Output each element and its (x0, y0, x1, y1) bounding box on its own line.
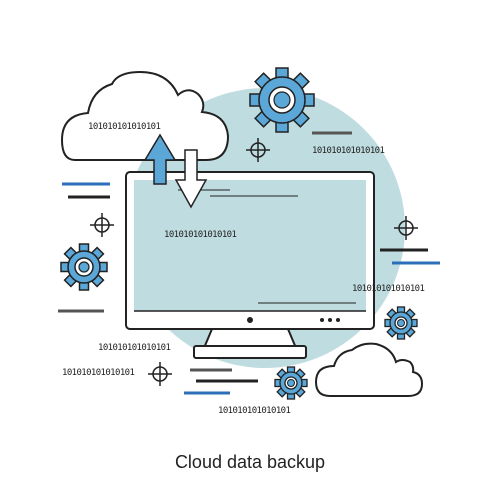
gear-icon (384, 306, 418, 340)
gear-icon (60, 243, 108, 291)
caption-title: Cloud data backup (174, 452, 326, 472)
cloud-icon (314, 342, 424, 397)
upload-arrow-icon (143, 133, 177, 185)
crosshair-icon (246, 138, 270, 162)
binary-text-left-mid: 101010101010101 (98, 343, 170, 353)
binary-text-bottom: 101010101010101 (218, 406, 290, 416)
monitor-icon (125, 171, 375, 359)
crosshair-icon (394, 216, 418, 240)
cloud-icon (60, 70, 230, 161)
binary-text-right-mid: 101010101010101 (352, 284, 424, 294)
crosshair-icon (148, 362, 172, 386)
crosshair-icon (90, 213, 114, 237)
binary-text-left-low: 101010101010101 (62, 368, 134, 378)
monitor-screen (134, 180, 366, 311)
binary-text-cloud: 101010101010101 (88, 122, 160, 132)
gear-icon (249, 67, 315, 133)
download-arrow-icon (174, 149, 208, 209)
binary-text-right-top: 101010101010101 (312, 146, 384, 156)
gear-icon (274, 366, 308, 400)
binary-text-screen: 101010101010101 (164, 230, 236, 240)
